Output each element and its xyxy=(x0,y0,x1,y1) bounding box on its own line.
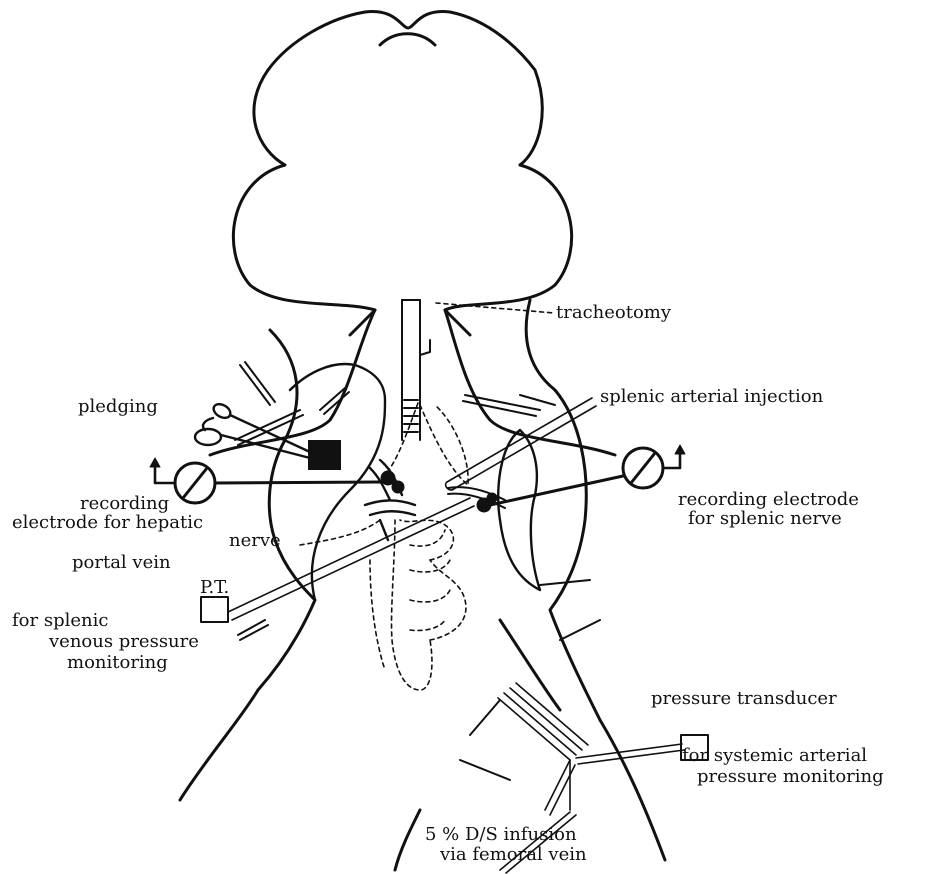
body-outline xyxy=(180,300,665,870)
label-systemic-arterial-line1: for systemic arterial xyxy=(682,746,867,766)
label-tracheotomy: tracheotomy xyxy=(556,303,671,323)
intestines-dashed xyxy=(300,520,466,690)
pledging-forceps xyxy=(195,401,341,470)
label-splenic-arterial-injection: splenic arterial injection xyxy=(600,387,823,407)
label-pledging: pledging xyxy=(78,397,158,417)
spleen xyxy=(498,430,540,590)
stomach-dashed xyxy=(385,403,468,485)
label-recording-hepatic-line3: nerve xyxy=(229,531,281,551)
label-recording-splenic-line2: for splenic nerve xyxy=(688,509,842,529)
label-portal-vein: portal vein xyxy=(72,553,171,573)
label-splenic-venous-line2: venous pressure xyxy=(49,632,199,652)
label-recording-splenic-line1: recording electrode xyxy=(678,490,859,510)
neck-cannula-lines xyxy=(320,388,540,416)
label-infusion-line1: 5 % D/S infusion xyxy=(425,825,577,845)
pledget-block xyxy=(308,440,341,470)
label-splenic-venous-line1: for splenic xyxy=(12,611,108,631)
splenic-venous-catheter xyxy=(228,498,474,620)
label-pt: P.T. xyxy=(200,578,229,598)
label-systemic-arterial-line2: pressure monitoring xyxy=(697,767,884,787)
trachea xyxy=(402,300,430,440)
pressure-transducer-box-splenic-venous xyxy=(201,597,228,622)
label-pressure-transducer: pressure transducer xyxy=(651,689,837,709)
label-recording-hepatic-line2: electrode for hepatic xyxy=(12,513,203,533)
label-splenic-venous-line3: monitoring xyxy=(67,653,168,673)
hepatic-electrode xyxy=(150,458,403,503)
label-recording-hepatic-line1: recording xyxy=(80,494,169,514)
label-infusion-line2: via femoral vein xyxy=(440,845,587,865)
